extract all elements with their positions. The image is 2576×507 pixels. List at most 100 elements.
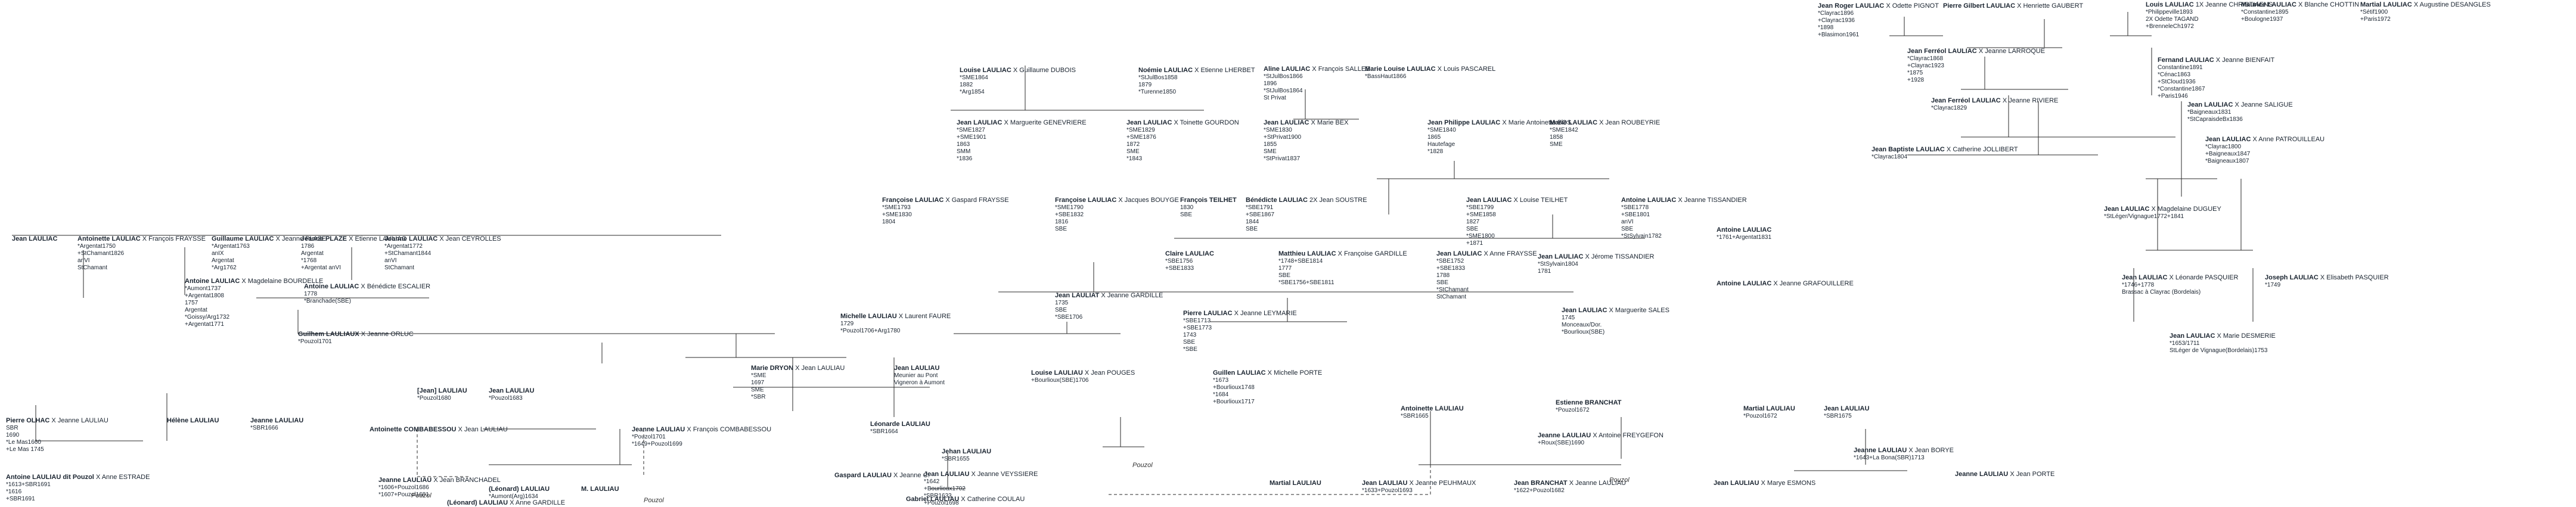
person-card: Jean LAULIAU X Marye ESMONS: [1714, 480, 1815, 487]
life-event: 1757: [185, 300, 198, 306]
life-event: *Baigneaux1807: [2205, 158, 2249, 164]
person-name: Jean Baptiste LAULIAC: [1872, 146, 1945, 153]
person-name: Joseph LAULIAC: [2265, 274, 2319, 281]
person-name: Louis LAULIAC: [2146, 1, 2194, 8]
life-event: +Le Mas 1745: [6, 446, 44, 453]
life-event: *SME1790: [1055, 204, 1084, 211]
person-name: Jean LAULIAC: [2205, 136, 2251, 143]
person-name: Antoine LAULIAC: [1621, 197, 1677, 204]
life-event: +SME1876: [1126, 134, 1156, 141]
life-event: +StCloud1936: [2158, 79, 2196, 85]
life-event: SBE: [1055, 307, 1067, 313]
life-event: 1879: [1138, 82, 1152, 88]
spouse-name: X Léonarde PASQUIER: [2169, 274, 2239, 281]
life-event: *SME1840: [1427, 127, 1456, 133]
life-event: +SBE1801: [1621, 211, 1650, 218]
life-event: 1743: [1183, 332, 1197, 338]
life-event: *SME1827: [957, 127, 985, 133]
life-event: *Pouzol1706+Arg1780: [840, 328, 901, 334]
person-card: Antoine LAULIAU dit Pouzol X Anne ESTRAD…: [6, 474, 150, 503]
person-card: M. LAULIAU: [581, 486, 619, 493]
person-card: Martial LAULIAC X Augustine DESANGLES*Sé…: [2360, 1, 2491, 23]
life-event: +SME1830: [882, 211, 912, 218]
life-event: Constantine1891: [2158, 64, 2203, 71]
life-event: 2X Odette TAGAND: [2146, 16, 2199, 23]
spouse-name: X Jean BORYE: [1908, 447, 1954, 454]
life-event: *1836: [957, 155, 973, 162]
person-card: Jean LAULIAC X Jeanne SALIGUE*Baigneaux1…: [2187, 101, 2293, 123]
life-event: anIX: [212, 250, 224, 257]
life-event: 1863: [957, 141, 970, 148]
person-name: Jean LAULIAU: [894, 365, 940, 372]
spouse-name: X Jeanne C.: [893, 472, 930, 479]
life-event: *StPrivat1837: [1264, 155, 1301, 162]
life-event: *SBR1666: [250, 425, 278, 431]
person-card: Gaspard LAULIAU X Jeanne C.: [834, 472, 930, 480]
spouse-name: X Jeanne PLAZE: [275, 235, 326, 242]
life-event: *Sétif1900: [2360, 9, 2388, 15]
life-event: *Argentat1750: [77, 243, 116, 250]
spouse-name: X François FRAYSSE: [142, 235, 206, 242]
person-name: Marie DRYON: [751, 365, 794, 372]
person-card: Antoinette LAULIAC X François FRAYSSE *Ar…: [77, 235, 206, 272]
life-event: SME: [1550, 141, 1563, 148]
spouse-name: X Elisabeth PASQUIER: [2320, 274, 2389, 281]
person-card: Antoine LAULIAC X Jeanne TISSANDIER*SBE1…: [1621, 197, 1747, 240]
life-event: *1684: [1213, 391, 1229, 398]
person-card: Jean LAULIAU*SBR1675: [1824, 405, 1869, 420]
person-card: (Léonard) LAULIAU*Aumont(Arg)1634: [489, 486, 550, 500]
person-name: (Léonard) LAULIAU: [489, 486, 550, 493]
life-event: *SBR1675: [1824, 413, 1852, 419]
life-event: +Blasimon1961: [1818, 32, 1860, 38]
life-event: 1858: [1550, 134, 1563, 141]
person-name: Jeanne LAULIAU: [1955, 471, 2009, 478]
person-card: Pierre Gilbert LAULIAC X Henriette GAUBE…: [1943, 2, 2083, 10]
person-card: Matthieu LAULIAC X Françoise GARDILLE*17…: [1278, 250, 1407, 287]
life-event: +Argentat1771: [185, 321, 224, 328]
person-name: Jean LAULIAU: [1824, 405, 1870, 412]
person-card: Antoine LAULIAC*1761+Argentat1831: [1717, 226, 1771, 241]
spouse-name: X Marguerite SALES: [1609, 307, 1669, 314]
life-event: 1896: [1264, 80, 1277, 87]
life-event: *StJulBos1864: [1264, 88, 1303, 94]
life-event: *Pouzol1683: [489, 395, 523, 402]
person-name: Antoine LAULIAU dit Pouzol: [6, 474, 94, 481]
person-card: Jean LAULIAC X Léonarde PASQUIER*1746+17…: [2122, 274, 2238, 296]
spouse-name: X Marye ESMONS: [1761, 480, 1816, 487]
person-name: Jean Ferréol LAULIAC: [1931, 97, 2001, 104]
life-event: +Boulogne1937: [2241, 16, 2283, 23]
person-name: Bénédicte LAULIAC: [1246, 197, 1308, 204]
person-name: [Jean] LAULIAU: [417, 387, 467, 394]
life-event: *Bourlioux(SBE): [1562, 329, 1605, 335]
life-event: *Aumont(Arg)1634: [489, 493, 538, 500]
life-event: *Pouzol1701: [298, 338, 332, 345]
life-event: *Clayrac1896: [1818, 10, 1854, 17]
life-event: Hautefage: [1427, 141, 1455, 148]
person-card: Aline LAULIAC X François SALLES*StJulBos…: [1264, 66, 1370, 102]
life-event: *Clayrac1804: [1872, 154, 1908, 160]
spouse-name: X Jean LAULIAU: [458, 426, 508, 433]
life-event: Argentat: [185, 307, 207, 313]
life-event: *BassHaut1866: [1365, 73, 1407, 80]
life-event: *Argentat1772: [384, 243, 423, 250]
life-event: *SBE1756+SBE1811: [1278, 279, 1334, 286]
person-name: Pierre LAULIAC: [1183, 310, 1233, 317]
person-card: Louise LAULIAC X Guillaume DUBOIS*SME186…: [960, 67, 1076, 96]
person-name: Louise LAULIAU: [1031, 369, 1083, 377]
spouse-name: X Michelle PORTE: [1267, 369, 1323, 377]
life-event: *SME1829: [1126, 127, 1155, 133]
spouse-name: X Etienne LHERBET: [1194, 67, 1255, 74]
person-card: Antoine LAULIAC X Jeanne GRAFOUILLERE: [1717, 280, 1854, 288]
life-event: *1746+1778: [2122, 282, 2155, 288]
life-event: +Paris1946: [2158, 93, 2188, 99]
person-name: Guillen LAULIAC: [1213, 369, 1266, 377]
life-event: +Argentat anVI: [301, 265, 341, 271]
life-event: 1844: [1246, 219, 1259, 225]
life-event: 1778: [304, 291, 318, 297]
person-card: Antoine LAULIAC X Magdelaine BOURDELLE*A…: [185, 278, 323, 328]
person-name: Antoinette LAULIAC: [77, 235, 141, 242]
life-event: *SBR: [751, 394, 766, 400]
life-event: *SBR1655: [942, 456, 970, 462]
